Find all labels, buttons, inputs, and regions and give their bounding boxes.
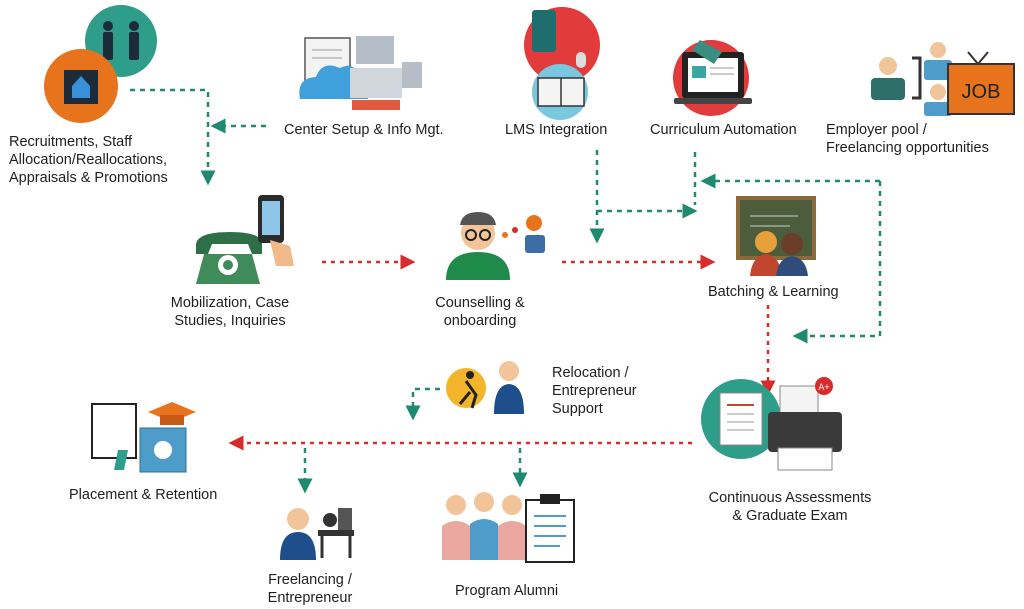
relocation-line-2: Entrepreneur [552,383,637,399]
counselling-line-2: onboarding [443,313,517,329]
center-setup-line-1: Center Setup & Info Mgt. [284,122,444,138]
laptop-icon [673,40,752,116]
recruitments-label: Recruitments, Staff Allocation/Reallocat… [9,133,168,187]
employer-label: Employer pool / Freelancing opportunitie… [826,121,989,157]
traveler-icon [446,361,524,414]
relocation-line-1: Relocation / [552,365,629,381]
lms-label: LMS Integration [505,121,607,139]
recruitments-line-3: Appraisals & Promotions [9,170,168,186]
connector-relocation [405,387,440,421]
classroom-icon [736,196,816,276]
mobilization-label: Mobilization, Case Studies, Inquiries [150,294,310,330]
employer-line-2: Freelancing opportunities [826,140,989,156]
relocation-line-3: Support [552,401,603,417]
recruitments-line-1: Recruitments, Staff [9,134,133,150]
alumni-label: Program Alumni [455,582,558,600]
curriculum-label: Curriculum Automation [650,121,797,139]
freelancing-label: Freelancing / Entrepreneur [250,571,370,607]
alumni-group-icon [442,492,575,563]
batching-label: Batching & Learning [708,283,839,301]
assessments-line-2: & Graduate Exam [732,508,848,524]
curriculum-line-1: Curriculum Automation [650,122,797,138]
graduation-money-icon [91,402,196,473]
employer-line-1: Employer pool / [826,122,927,138]
alumni-line-1: Program Alumni [455,583,559,599]
counselling-line-1: Counselling & [435,295,525,311]
grade-badge-text: A+ [818,382,829,392]
job-sign-text: JOB [962,81,1001,103]
connectors [130,88,882,494]
batching-line-1: Batching & Learning [708,284,839,300]
phone-icon [196,195,294,284]
printer-exam-icon [701,377,842,471]
counsellor-icon [446,212,545,280]
assessments-line-1: Continuous Assessments [708,490,872,506]
lms-line-1: LMS Integration [505,122,608,138]
mobile-book-icon [524,7,600,120]
mobilization-line-1: Mobilization, Case [170,295,290,311]
counselling-label: Counselling & onboarding [410,294,550,330]
staff-icon [44,5,157,123]
relocation-label: Relocation / Entrepreneur Support [552,364,637,418]
connector-employer [792,181,882,344]
placement-label: Placement & Retention [69,486,217,504]
job-board-icon [871,42,1015,116]
freelancing-line-2: Entrepreneur [267,590,353,606]
placement-line-1: Placement & Retention [69,487,218,503]
recruitments-line-2: Allocation/Reallocations, [9,152,167,168]
mobilization-line-2: Studies, Inquiries [174,313,286,329]
cloud-server-icon [299,36,422,110]
freelancing-line-1: Freelancing / [268,572,352,588]
center-setup-label: Center Setup & Info Mgt. [284,121,444,139]
freelancer-icon [280,508,354,560]
assessments-label: Continuous Assessments & Graduate Exam [690,489,890,525]
